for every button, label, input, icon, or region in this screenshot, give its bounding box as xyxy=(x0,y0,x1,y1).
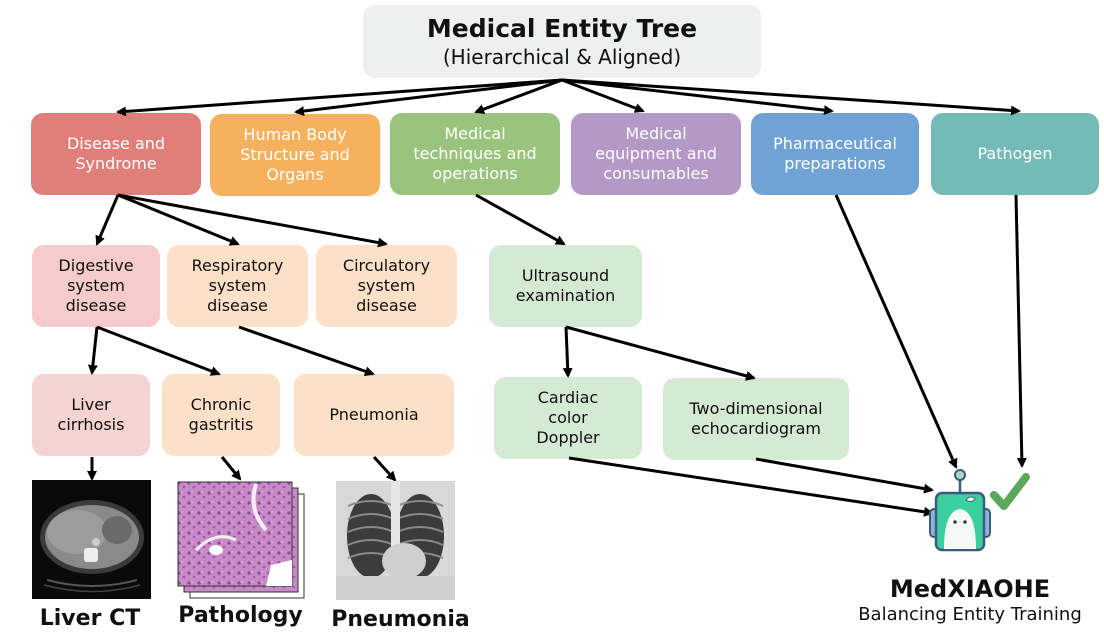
caption-liver-ct: Liver CT xyxy=(39,606,141,631)
model-tagline: Balancing Entity Training xyxy=(858,604,1082,625)
caption-pathology: Pathology xyxy=(178,603,303,628)
pathology-image xyxy=(176,480,306,600)
node-medical-techniques: Medical techniques and operations xyxy=(390,113,560,195)
arrow-pharma-to-model xyxy=(834,194,958,469)
arrow-pneumonia-to-xray xyxy=(372,455,397,482)
node-liver-cirrhosis: Liver cirrhosis xyxy=(32,374,150,456)
arrow-digestive-to-gastritis xyxy=(96,325,221,376)
model-name: MedXIAOHE xyxy=(889,575,1051,603)
node-pathogen: Pathogen xyxy=(931,113,1099,195)
arrow-techniques-to-ultrasound xyxy=(475,193,566,246)
medxiaohe-robot-icon xyxy=(926,465,1056,565)
arrow-root-to-equipment xyxy=(561,78,645,113)
arrow-disease-to-respiratory xyxy=(117,193,240,246)
node-pneumonia: Pneumonia xyxy=(294,374,454,456)
root-subtitle: (Hierarchical & Aligned) xyxy=(442,44,682,69)
arrow-disease-to-digestive xyxy=(95,194,120,246)
arrow-ultrasound-to-doppler xyxy=(562,326,573,378)
node-pharmaceutical-preparations: Pharmaceutical preparations xyxy=(751,113,919,195)
arrow-echo-to-model xyxy=(755,457,934,494)
root-title: Medical Entity Tree xyxy=(426,13,698,43)
arrow-root-to-techniques xyxy=(474,78,563,114)
caption-pneumonia: Pneumonia xyxy=(331,607,470,632)
liver-ct-image xyxy=(32,480,151,599)
arrow-pathogen-to-model xyxy=(1014,194,1027,468)
arrow-disease-to-circulatory xyxy=(117,193,388,248)
node-human-body-structure: Human Body Structure and Organs xyxy=(210,114,380,196)
arrow-gastritis-to-pathology xyxy=(220,456,242,481)
node-respiratory-system-disease: Respiratory system disease xyxy=(167,245,308,327)
model-brand: MedXIAOHE Balancing Entity Training xyxy=(836,575,1104,627)
arrow-respiratory-to-pneumonia xyxy=(238,325,375,377)
arrow-digestive-to-cirrhosis xyxy=(87,326,99,375)
node-two-dimensional-echocardiogram: Two-dimensional echocardiogram xyxy=(663,378,849,460)
arrow-root-to-pharma xyxy=(561,78,834,116)
node-digestive-system-disease: Digestive system disease xyxy=(32,245,160,327)
arrow-root-to-pathogen xyxy=(561,78,1021,116)
node-disease-and-syndrome: Disease and Syndrome xyxy=(31,113,201,195)
checkmark-icon xyxy=(990,473,1030,510)
arrow-ultrasound-to-echo xyxy=(565,325,756,381)
node-cardiac-color-doppler: Cardiac color Doppler xyxy=(494,377,642,459)
arrow-root-to-body xyxy=(294,78,563,117)
root-node: Medical Entity Tree (Hierarchical & Alig… xyxy=(363,5,761,78)
node-medical-equipment: Medical equipment and consumables xyxy=(571,113,741,195)
node-chronic-gastritis: Chronic gastritis xyxy=(162,374,280,456)
arrow-root-to-disease xyxy=(116,78,563,117)
pneumonia-xray-image xyxy=(336,481,455,600)
node-circulatory-system-disease: Circulatory system disease xyxy=(316,245,457,327)
arrow-doppler-to-model xyxy=(568,456,934,517)
node-ultrasound-examination: Ultrasound examination xyxy=(489,245,642,327)
